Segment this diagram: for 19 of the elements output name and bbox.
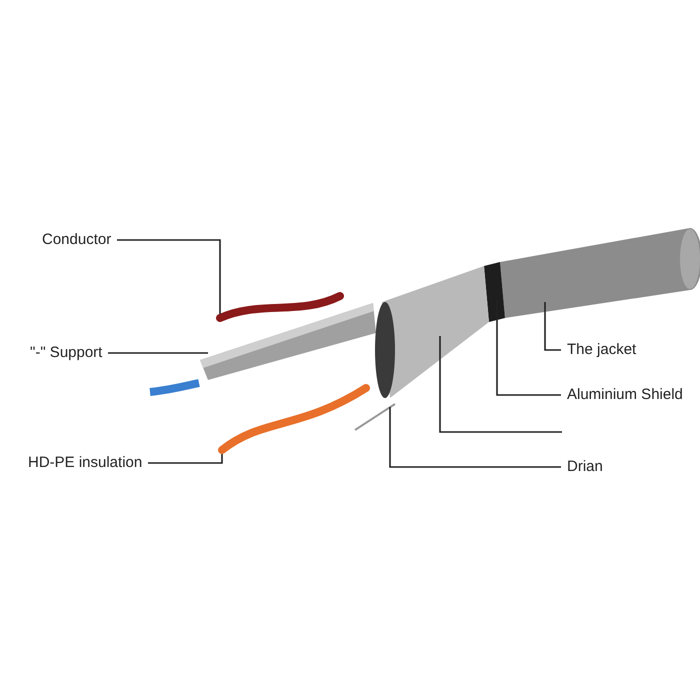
leader-line	[439, 336, 562, 433]
leader-line	[148, 454, 223, 464]
support-spline	[200, 303, 376, 380]
leader-line	[389, 407, 561, 468]
part-label: HD-PE insulation	[28, 454, 142, 472]
leader-line	[117, 239, 221, 314]
foil-shield	[484, 262, 505, 322]
drain-wire	[354, 403, 396, 431]
part-label: "-" Support	[30, 344, 102, 362]
part-label: Drian	[567, 458, 603, 476]
film-layer	[375, 266, 489, 398]
part-label: Conductor	[42, 231, 112, 249]
part-label: The jacket	[567, 341, 636, 359]
cable-jacket	[500, 228, 700, 318]
conductor-wire	[216, 292, 344, 322]
leader-line	[108, 352, 208, 354]
insulated-wire	[218, 384, 370, 454]
leader-line	[544, 302, 561, 351]
part-label: Aluminium Shield	[567, 386, 683, 404]
